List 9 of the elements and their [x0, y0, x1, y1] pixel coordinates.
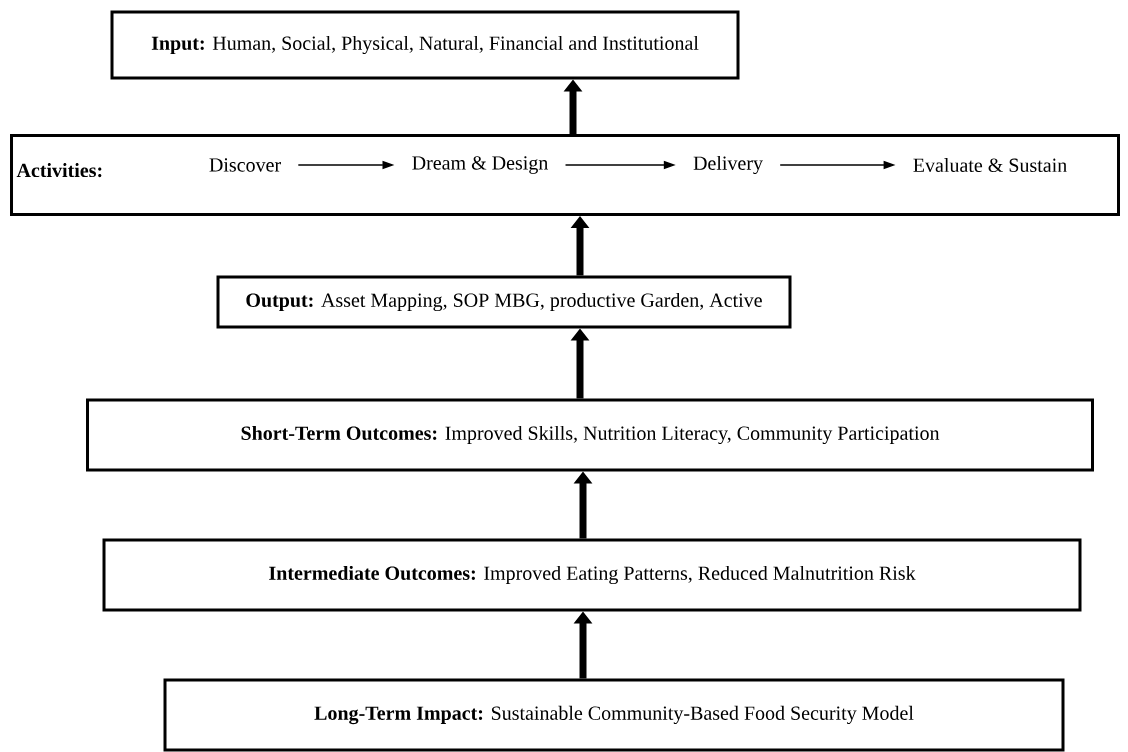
stage-box: Intermediate Outcomes: Improved Eating Patterns, Reduced Malnutrition Risk [102, 538, 1082, 612]
stage-label: Evaluate & Sustain [913, 157, 1067, 173]
stage-label: Delivery [693, 155, 763, 175]
stage-box: Input: Human, Social, Physical, Natural, Financial and Institutional [110, 10, 740, 80]
stage-box: Output: Asset Mapping, SOP MBG, productive Garden, Active [216, 275, 792, 329]
stage-box: Long-Term Impact: Sustainable Community-Based Food Security Model [163, 678, 1065, 752]
stage-label: Dream & Design [412, 156, 548, 174]
stage-label: Discover [209, 158, 281, 172]
stage-box: Short-Term Outcomes: Improved Skills, Nutrition Literacy, Community Participation [86, 398, 1094, 472]
